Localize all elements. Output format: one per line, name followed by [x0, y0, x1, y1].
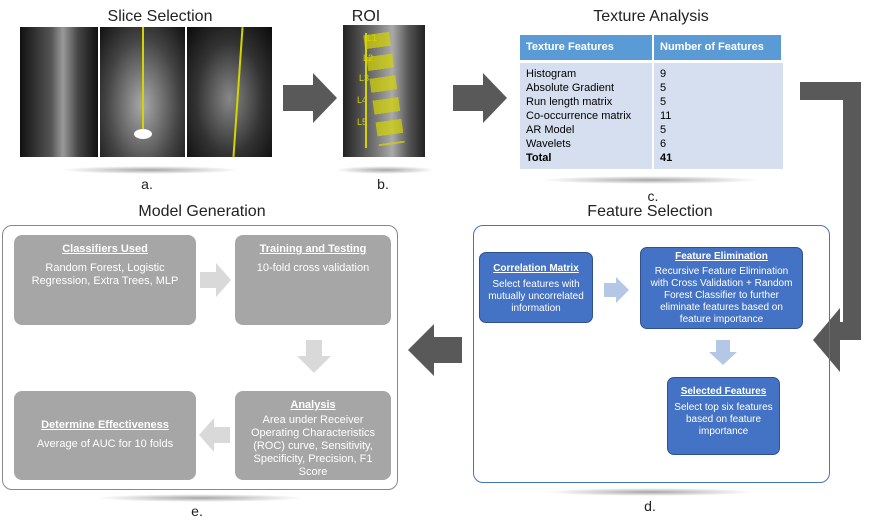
arrow-down-icon — [709, 340, 737, 365]
box-text: Select top six features based on feature… — [674, 402, 773, 437]
shadow — [95, 494, 305, 502]
texture-analysis-title: Texture Analysis — [593, 8, 709, 25]
label-d: d. — [644, 498, 656, 514]
model-generation-title: Model Generation — [138, 203, 266, 220]
feature-selection-panel — [473, 225, 830, 483]
label-c: c. — [647, 188, 659, 204]
feature-name: Wavelets — [520, 137, 654, 151]
roi-mri-image: L1 L2 L3 L4 L5 — [343, 25, 425, 157]
roi-level-label: L3 — [359, 73, 370, 83]
label-e: e. — [191, 503, 203, 519]
feature-name: Co-occurrence matrix — [520, 109, 654, 123]
table-row: Absolute Gradient 5 — [520, 81, 782, 95]
feature-selection-title: Feature Selection — [587, 203, 713, 220]
box-title: Determine Effectiveness — [41, 419, 169, 431]
box-text: Average of AUC for 10 folds — [36, 438, 174, 450]
feature-count: 11 — [660, 110, 672, 122]
box-title: Correlation Matrix — [493, 263, 579, 274]
feature-count: 5 — [660, 124, 667, 136]
box-title: Analysis — [290, 399, 336, 411]
feature-name: AR Model — [520, 123, 654, 137]
coronal-mri-image — [100, 27, 185, 157]
box-title: Feature Elimination — [675, 251, 768, 262]
table-total-label: Total — [520, 151, 654, 165]
label-b: b. — [377, 176, 389, 192]
feature-count: 5 — [660, 96, 667, 108]
box-title: Classifiers Used — [62, 243, 148, 255]
table-row: Histogram 9 — [520, 67, 782, 81]
roi-level-label: L5 — [357, 117, 368, 127]
roi-title: ROI — [351, 8, 381, 25]
table-row: Co-occurrence matrix 11 — [520, 109, 782, 123]
shadow — [540, 176, 760, 184]
roi-level-label: L1 — [367, 33, 378, 43]
box-title: Training and Testing — [259, 243, 367, 255]
feature-count: 6 — [660, 138, 667, 150]
table-row: Wavelets 6 — [520, 137, 782, 151]
box-title: Selected Features — [680, 386, 767, 397]
shadow — [60, 166, 240, 174]
table-header: Texture Features — [520, 35, 654, 63]
feature-count: 9 — [660, 68, 667, 80]
table-row: Run length matrix 5 — [520, 95, 782, 109]
arrow-down-icon — [297, 340, 331, 373]
label-a: a. — [141, 176, 153, 192]
box-text: Random Forest, Logistic Regression, Extr… — [31, 262, 179, 287]
arrow-right-icon — [453, 73, 507, 123]
box-text: Recursive Feature Elimination with Cross… — [650, 266, 793, 325]
feature-count: 5 — [660, 82, 667, 94]
roi-level-label: L2 — [363, 53, 374, 63]
arrow-left-icon — [199, 418, 230, 452]
arrow-right-icon — [200, 263, 231, 297]
arrow-left-icon — [408, 324, 462, 376]
box-text: Select features with mutually uncorrelat… — [488, 279, 584, 314]
feature-name: Absolute Gradient — [520, 81, 654, 95]
table-total-value: 41 — [660, 152, 673, 164]
slice-selection-title: Slice Selection — [107, 8, 213, 25]
roi-level-label: L4 — [357, 95, 368, 105]
table-header: Number of Features — [653, 35, 783, 63]
model-generation-panel — [2, 225, 398, 490]
box-text: Area under Receiver Operating Characteri… — [250, 414, 376, 478]
box-text: 10-fold cross validation — [256, 262, 370, 274]
arrow-right-icon — [604, 277, 629, 303]
feature-name: Histogram — [520, 67, 654, 81]
sagittal-mri-image — [20, 27, 98, 157]
axial-mri-image — [187, 27, 272, 157]
table-row: AR Model 5 — [520, 123, 782, 137]
training-testing-box: Training and Testing 10-fold cross valida… — [235, 235, 391, 325]
shadow — [335, 166, 435, 174]
feature-name: Run length matrix — [520, 95, 654, 109]
arrow-down-left-icon — [800, 82, 861, 372]
shadow — [545, 488, 755, 496]
arrow-right-icon — [283, 73, 337, 123]
